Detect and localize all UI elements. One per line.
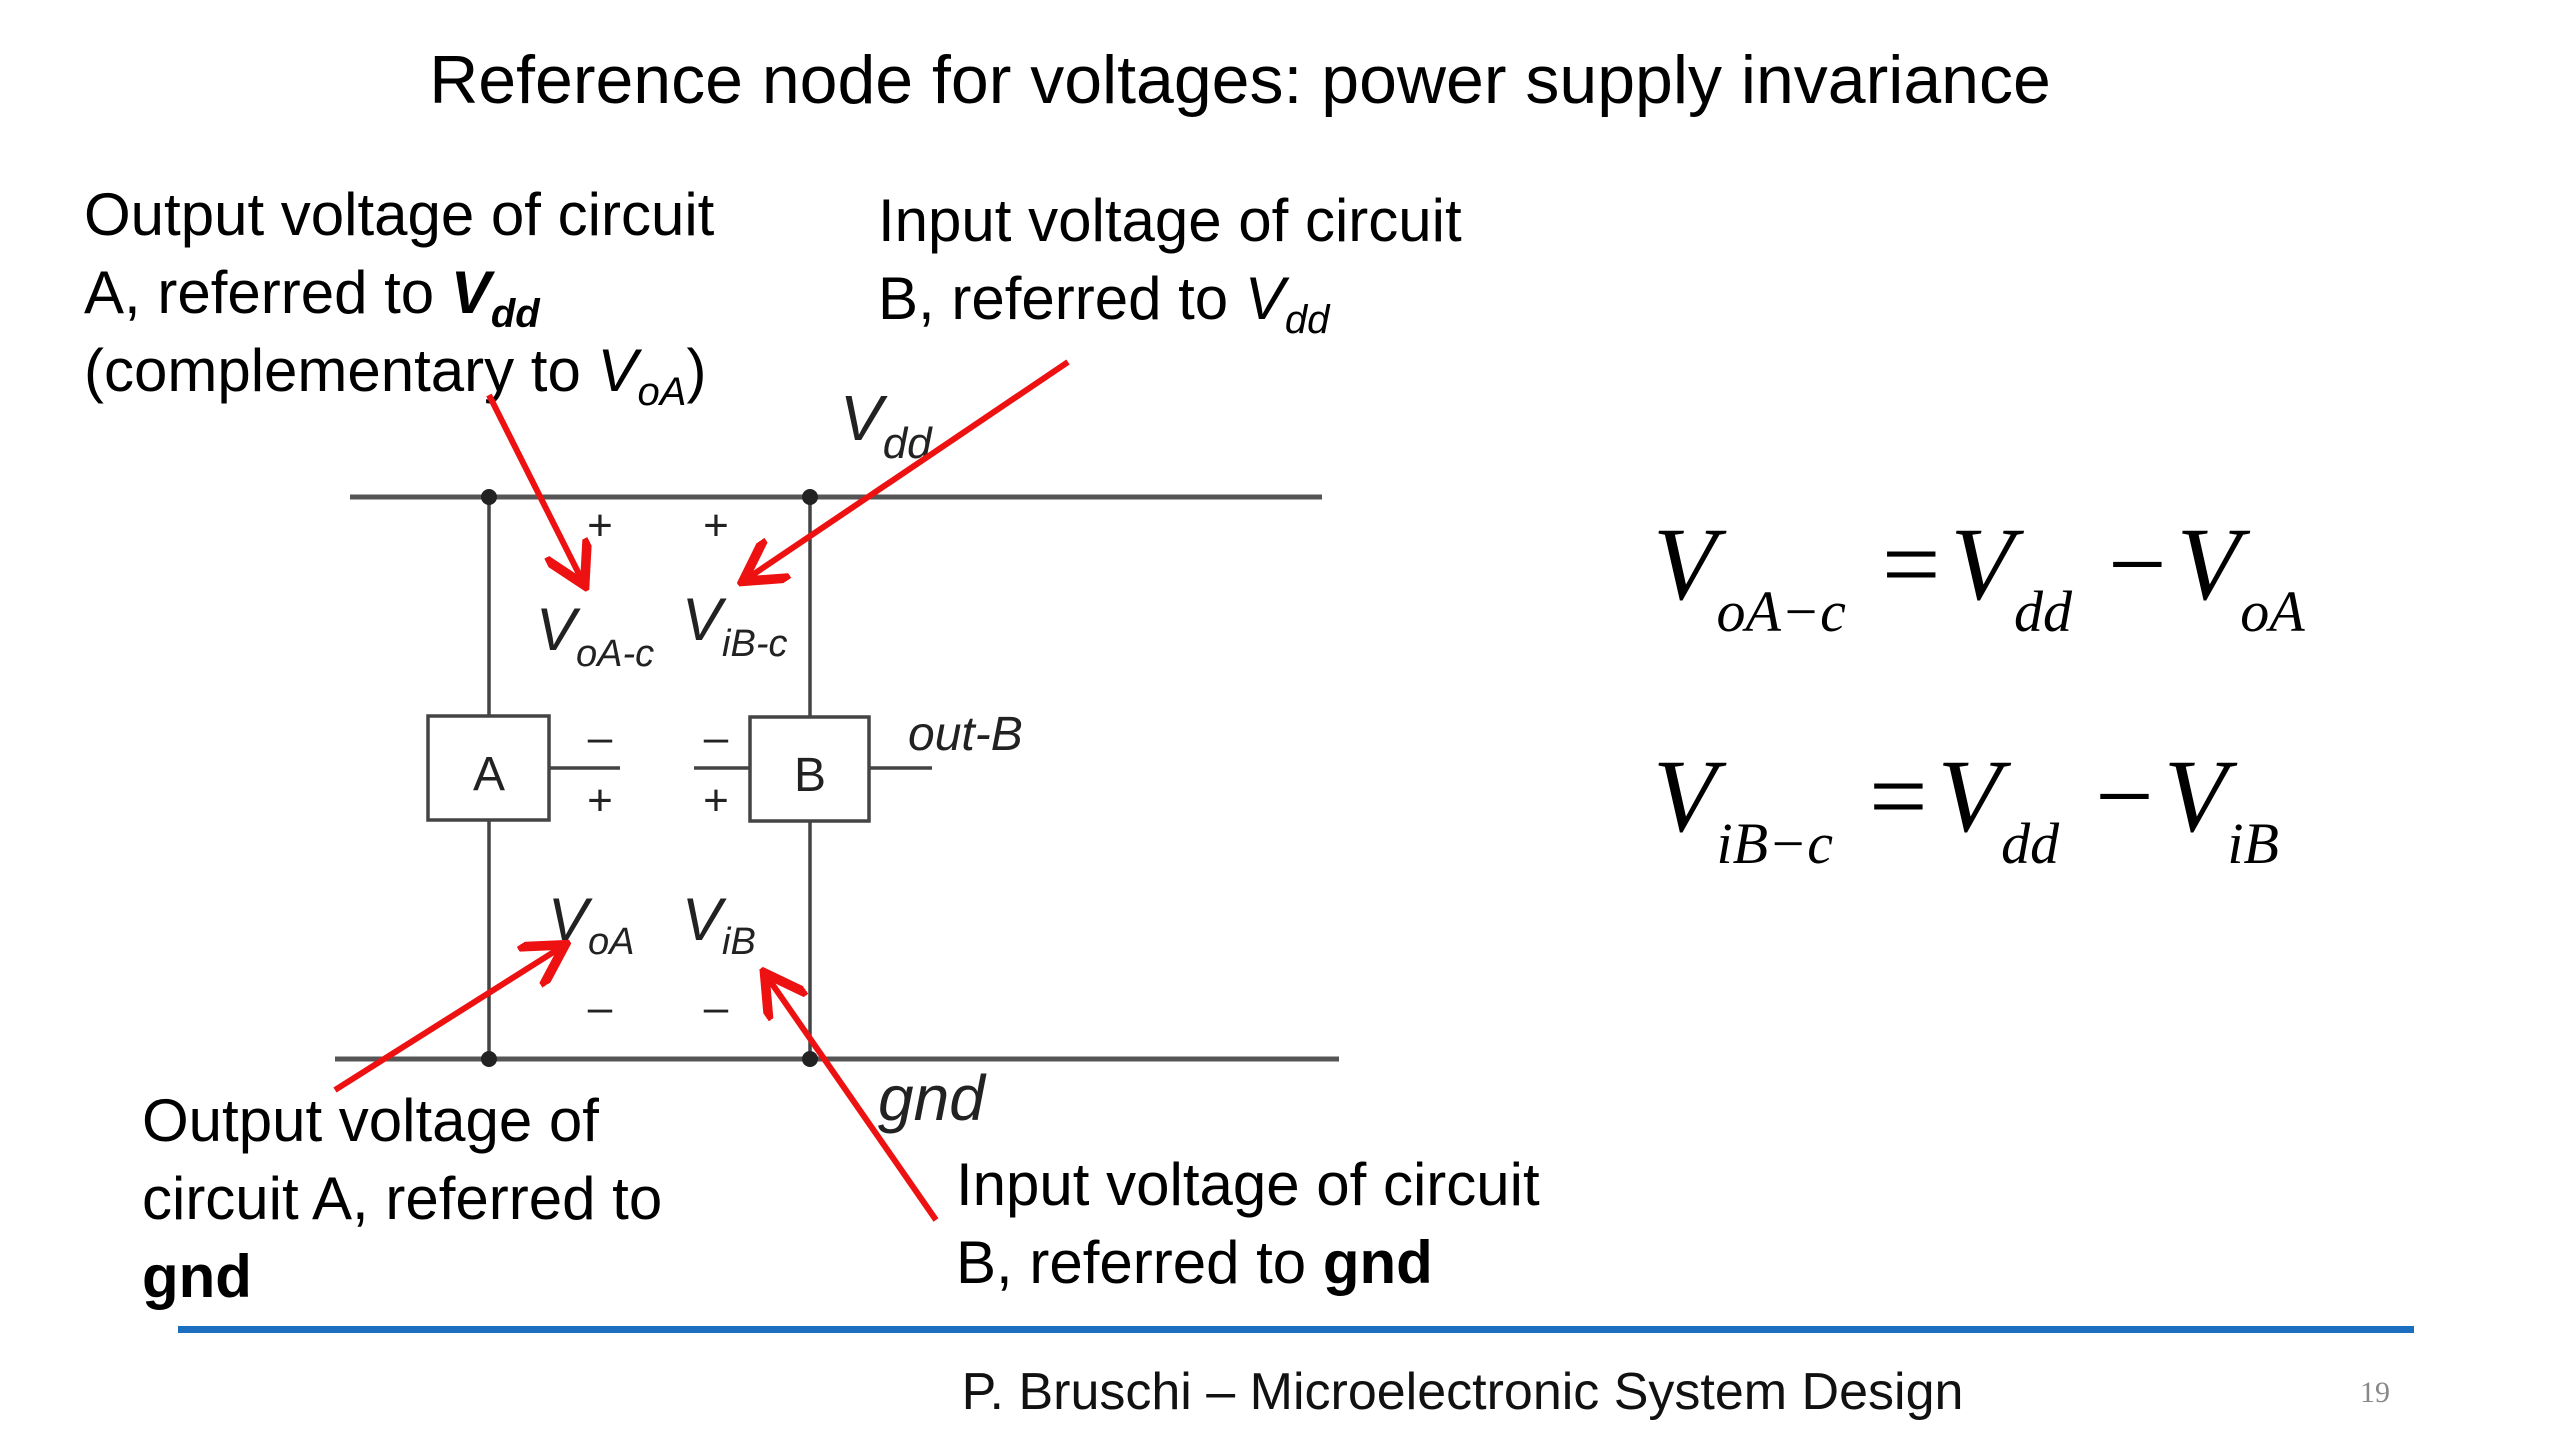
- page-number: 19: [2360, 1376, 2390, 1409]
- plus-sign: +: [703, 776, 729, 825]
- arrow-vib: [768, 978, 939, 1222]
- annotation-input-b-vdd: Input voltage of circuit B, referred to …: [878, 182, 1462, 342]
- annotation-line: B, referred to Vdd: [878, 265, 1330, 342]
- arrow-voa: [333, 948, 560, 1093]
- label-voa: VoA: [548, 886, 635, 963]
- annotation-line: B, referred to gnd: [956, 1229, 1433, 1296]
- plus-sign: +: [587, 776, 613, 825]
- node-dot: [802, 1051, 818, 1067]
- annotation-line: (complementary to VoA): [84, 337, 707, 414]
- annotation-line: gnd: [142, 1243, 252, 1310]
- annotation-line: Input voltage of circuit: [878, 187, 1462, 254]
- annotation-line: Output voltage of circuit: [84, 181, 715, 248]
- gnd-label: gnd: [878, 1062, 987, 1134]
- out-b-label: out-B: [908, 708, 1023, 761]
- node-dot: [481, 489, 497, 505]
- annotation-output-a-gnd: Output voltage of circuit A, referred to…: [142, 1082, 662, 1316]
- annotation-line: Output voltage of: [142, 1087, 599, 1154]
- minus-sign: –: [588, 713, 613, 762]
- node-dot: [802, 489, 818, 505]
- annotation-output-a-vdd: Output voltage of circuit A, referred to…: [84, 176, 715, 414]
- annotation-line: Input voltage of circuit: [956, 1151, 1540, 1218]
- vdd-label: Vdd: [840, 382, 933, 468]
- label-vib: ViB: [682, 886, 756, 963]
- arrow-voa-c: [486, 393, 582, 580]
- minus-sign: –: [588, 983, 613, 1032]
- arrow-vib-c: [748, 359, 1070, 578]
- label-voa-c: VoA-c: [536, 596, 654, 675]
- footer-rule: [178, 1326, 2414, 1333]
- var-voa: V: [597, 337, 638, 404]
- equation-vib-c: ViB−c =Vdd −ViB: [1653, 739, 2279, 876]
- block-b-label: B: [794, 749, 826, 802]
- annotation-input-b-gnd: Input voltage of circuit B, referred to …: [956, 1146, 1540, 1302]
- equation-voa-c: VoA−c =Vdd −VoA: [1653, 507, 2305, 644]
- block-a-label: A: [473, 748, 505, 801]
- minus-sign: –: [704, 713, 729, 762]
- plus-sign: +: [587, 501, 613, 550]
- annotation-line: A, referred to Vdd: [84, 259, 540, 336]
- label-vib-c: ViB-c: [682, 586, 787, 665]
- slide-title: Reference node for voltages: power suppl…: [429, 42, 2051, 118]
- var-vdd: V: [1244, 265, 1285, 332]
- minus-sign: –: [704, 983, 729, 1032]
- annotation-line: circuit A, referred to: [142, 1165, 663, 1232]
- block-a: [426, 714, 551, 822]
- node-dot: [481, 1051, 497, 1067]
- plus-sign: +: [703, 501, 729, 550]
- var-vdd: V: [450, 259, 491, 326]
- footer-text: P. Bruschi – Microelectronic System Desi…: [961, 1363, 1964, 1421]
- block-b: [748, 715, 871, 823]
